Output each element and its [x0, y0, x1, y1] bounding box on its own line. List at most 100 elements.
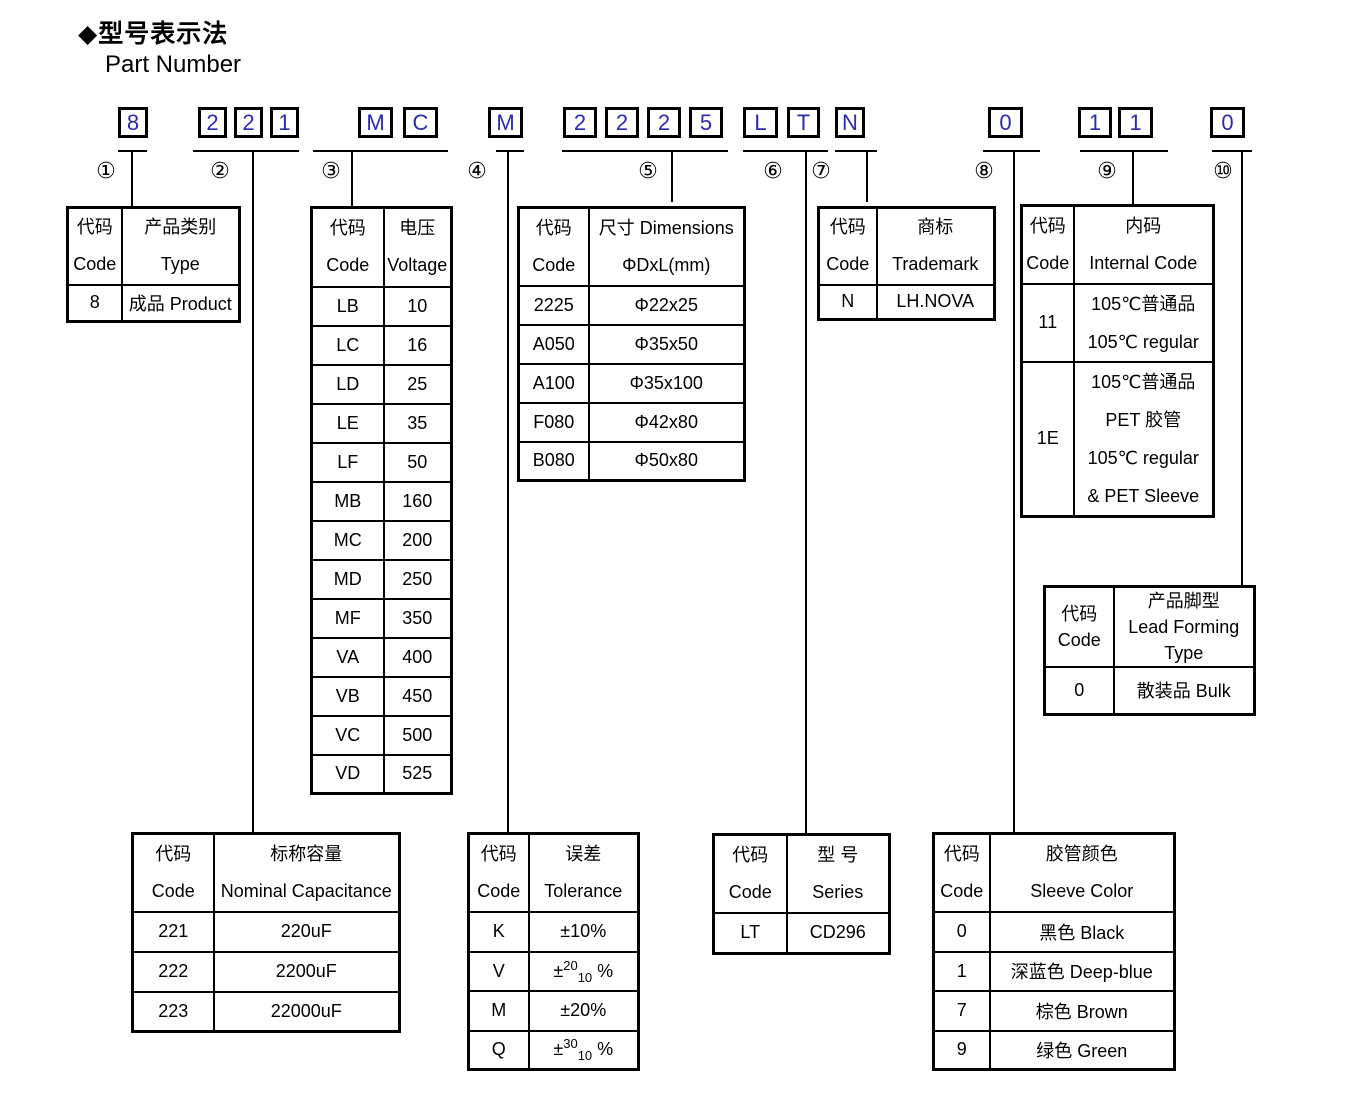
- table-row: V ±2010 %: [467, 950, 640, 992]
- pn-char-box: T: [787, 107, 820, 138]
- cell-value: CD296: [785, 911, 891, 955]
- group-marker-8: ⑧: [974, 158, 994, 183]
- cell-code: VD: [310, 753, 385, 795]
- group-underline-5: [562, 150, 728, 152]
- pn-char-box: 2: [234, 107, 263, 138]
- pn-char-box: L: [743, 107, 778, 138]
- cell-code: VA: [310, 636, 385, 678]
- pn-char-box: 0: [988, 107, 1023, 138]
- pn-char-box: N: [835, 107, 865, 138]
- page-title-en: Part Number: [105, 51, 242, 78]
- cell-value: ±10%: [527, 910, 640, 953]
- cell-code: 2225: [517, 284, 590, 326]
- cell-value: 200: [382, 519, 453, 561]
- table-row: 0 散装品 Bulk: [1043, 666, 1256, 715]
- cell-code: MC: [310, 519, 385, 561]
- cell-code: A050: [517, 323, 590, 365]
- cell-code: Q: [467, 1029, 530, 1071]
- cell-value: LH.NOVA: [875, 283, 996, 321]
- connector-line-9: [1132, 152, 1134, 204]
- cell-value: 2200uF: [212, 950, 401, 993]
- connector-line-7: [866, 152, 868, 202]
- cell-code: MF: [310, 597, 385, 639]
- cell-value: 400: [382, 636, 453, 678]
- pn-char-box: C: [403, 107, 438, 138]
- page-title-cn: ◆型号表示法: [78, 20, 229, 48]
- cell-code: 1E: [1020, 360, 1075, 517]
- group-marker-10: ⑩: [1213, 158, 1233, 183]
- cell-value: 350: [382, 597, 453, 639]
- cell-value: 35: [382, 402, 453, 444]
- cell-code: MB: [310, 480, 385, 522]
- group-underline-8: [983, 150, 1040, 152]
- cell-value: ±2010 %: [527, 950, 640, 992]
- group-underline-6: [743, 150, 828, 152]
- table-row: N LH.NOVA: [817, 283, 996, 321]
- cell-code: 1: [932, 950, 991, 992]
- cell-value: Φ50x80: [587, 440, 746, 482]
- connector-line-3: [351, 152, 353, 206]
- cell-code: M: [467, 989, 530, 1032]
- group-underline-9: [1080, 150, 1168, 152]
- cell-code: MD: [310, 558, 385, 600]
- connector-line-1: [131, 152, 133, 206]
- cell-value: 16: [382, 324, 453, 366]
- group-marker-5: ⑤: [638, 158, 658, 183]
- pn-char-box: 2: [198, 107, 227, 138]
- cell-value: 500: [382, 714, 453, 756]
- cell-code: 223: [131, 990, 215, 1033]
- cell-value: 105℃普通品 PET 胶管 105℃ regular & PET Sleeve: [1072, 360, 1215, 517]
- cell-value: 深蓝色 Deep-blue: [988, 950, 1176, 992]
- cell-value: Φ35x100: [587, 362, 746, 404]
- cell-code: 11: [1020, 282, 1075, 363]
- cell-value: 10: [382, 285, 453, 327]
- pn-char-box: 2: [605, 107, 639, 138]
- connector-line-2: [252, 152, 254, 832]
- pn-char-box: M: [488, 107, 523, 138]
- cell-code: 7: [932, 989, 991, 1032]
- cell-code: B080: [517, 440, 590, 482]
- header-lead-forming: 产品脚型 Lead Forming Type: [1112, 585, 1256, 668]
- pn-char-box: 1: [1118, 107, 1153, 138]
